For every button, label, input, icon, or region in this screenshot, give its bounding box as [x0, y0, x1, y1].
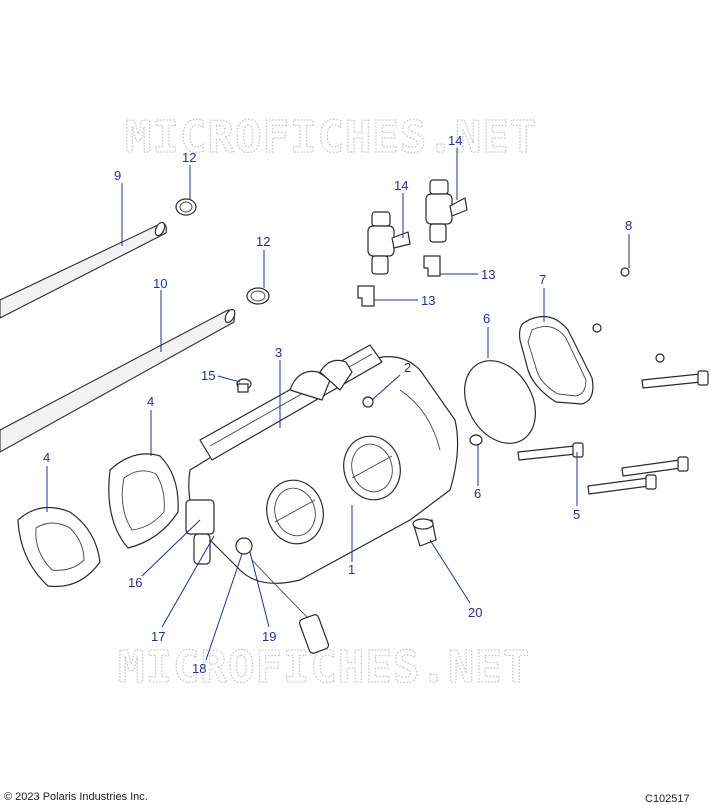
figure-number: C102517 — [645, 793, 690, 805]
callout-20: 20 — [468, 605, 482, 620]
fuel-injector-14-right — [425, 179, 468, 243]
callout-6: 6 — [474, 486, 481, 501]
leader-16 — [161, 535, 215, 628]
callout-7: 6 — [483, 311, 490, 326]
harness-connector — [298, 614, 330, 654]
callout-11: 10 — [153, 276, 167, 291]
fuel-injector-14-left — [367, 211, 411, 275]
sensor-18 — [235, 537, 253, 555]
callout-14-left: 14 — [394, 178, 408, 193]
leader-19 — [217, 375, 241, 383]
watermark-top: MICROFICHES.NET — [125, 112, 537, 163]
leader-20 — [429, 539, 471, 604]
leader-17 — [205, 553, 243, 661]
callout-17: 18 — [192, 661, 206, 676]
throttle-body-assembly — [185, 344, 459, 654]
callout-13-lower: 13 — [421, 293, 435, 308]
gasket-4-right — [108, 453, 179, 549]
callout-10: 9 — [114, 168, 121, 183]
callout-5: 5 — [573, 507, 580, 522]
o-ring-7 — [464, 360, 536, 444]
leader-2 — [371, 374, 401, 401]
callout-19: 15 — [201, 368, 215, 383]
plug-6 — [469, 434, 483, 446]
callout-12-top: 12 — [182, 150, 196, 165]
bolts-5 — [517, 370, 709, 495]
callout-13-upper: 13 — [481, 267, 495, 282]
callout-16: 17 — [151, 629, 165, 644]
callout-15: 16 — [128, 575, 142, 590]
screw-9 — [620, 267, 630, 277]
gasket-4-left — [17, 506, 101, 588]
leader-15 — [141, 519, 201, 577]
leader-18 — [249, 551, 270, 628]
hose-clamp-12-top — [175, 198, 197, 216]
callout-18: 19 — [262, 629, 276, 644]
callout-8: 7 — [539, 272, 546, 287]
callout-14-right: 14 — [448, 133, 462, 148]
cap-20 — [412, 518, 437, 547]
fuel-tube-11 — [0, 308, 236, 453]
callout-4-right: 4 — [147, 394, 154, 409]
injector-clip-13-upper — [423, 255, 441, 277]
injector-clip-13-lower — [357, 285, 375, 307]
connector-16 — [193, 533, 211, 565]
callout-12-lower: 12 — [256, 234, 270, 249]
screw-cover-top — [592, 323, 602, 333]
fuel-tube-10 — [0, 221, 167, 319]
callout-4-left: 4 — [43, 450, 50, 465]
screw-cover-right — [655, 353, 665, 363]
cover-plate-8 — [518, 315, 594, 405]
callout-9: 8 — [625, 218, 632, 233]
copyright-notice: © 2023 Polaris Industries Inc. — [4, 791, 148, 803]
callout-3: 3 — [275, 345, 282, 360]
callout-2: 2 — [404, 360, 411, 375]
hose-clamp-12-lower — [246, 287, 270, 305]
screw-19 — [236, 378, 252, 393]
callout-1: 1 — [348, 562, 355, 577]
